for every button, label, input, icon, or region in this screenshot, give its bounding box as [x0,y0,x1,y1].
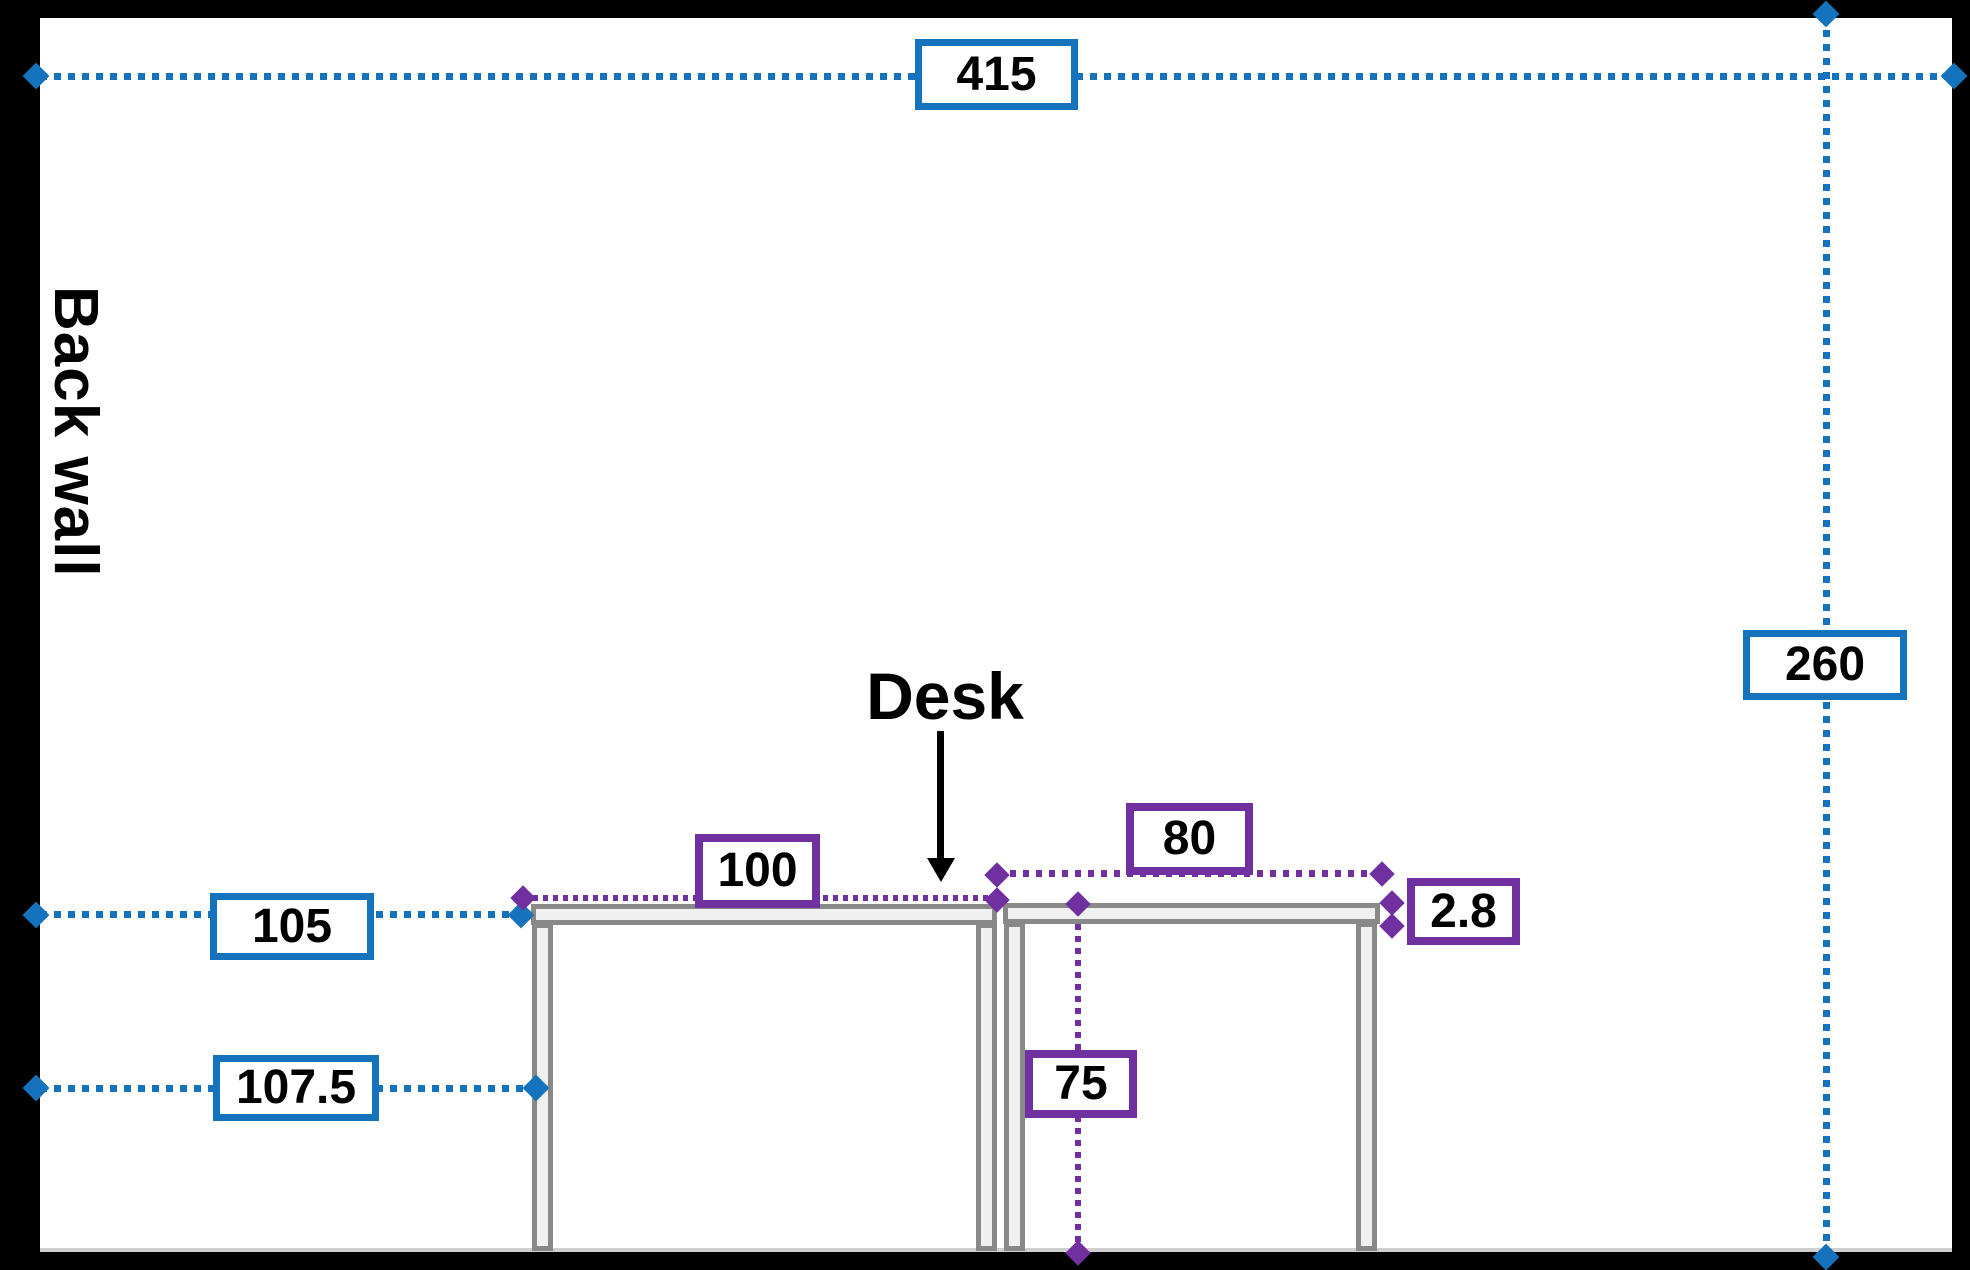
dim-label-back-wall-width: 415 [915,39,1078,110]
dim-label-desk-surface-distance: 105 [210,893,374,960]
dim-label-desk2-width: 80 [1126,803,1253,875]
desk1-right-leg [976,923,997,1251]
dim-label-desk2-leg-height: 75 [1025,1050,1137,1118]
desk-pointer-arrow-line [937,731,944,860]
dim-label-desktop-thickness: 2.8 [1407,878,1520,945]
desk2-right-leg [1356,922,1377,1251]
desk2-left-leg [1004,922,1025,1251]
desk-title-label: Desk [866,659,1024,733]
dim-label-desk-leg-distance: 107.5 [213,1055,379,1121]
dim-label-desk1-width: 100 [695,834,820,908]
desk-pointer-arrow-head [927,858,955,882]
desk2-top [1003,903,1380,924]
dim-label-back-wall-height: 260 [1743,630,1907,700]
back-wall-label: Back wall [41,286,110,578]
